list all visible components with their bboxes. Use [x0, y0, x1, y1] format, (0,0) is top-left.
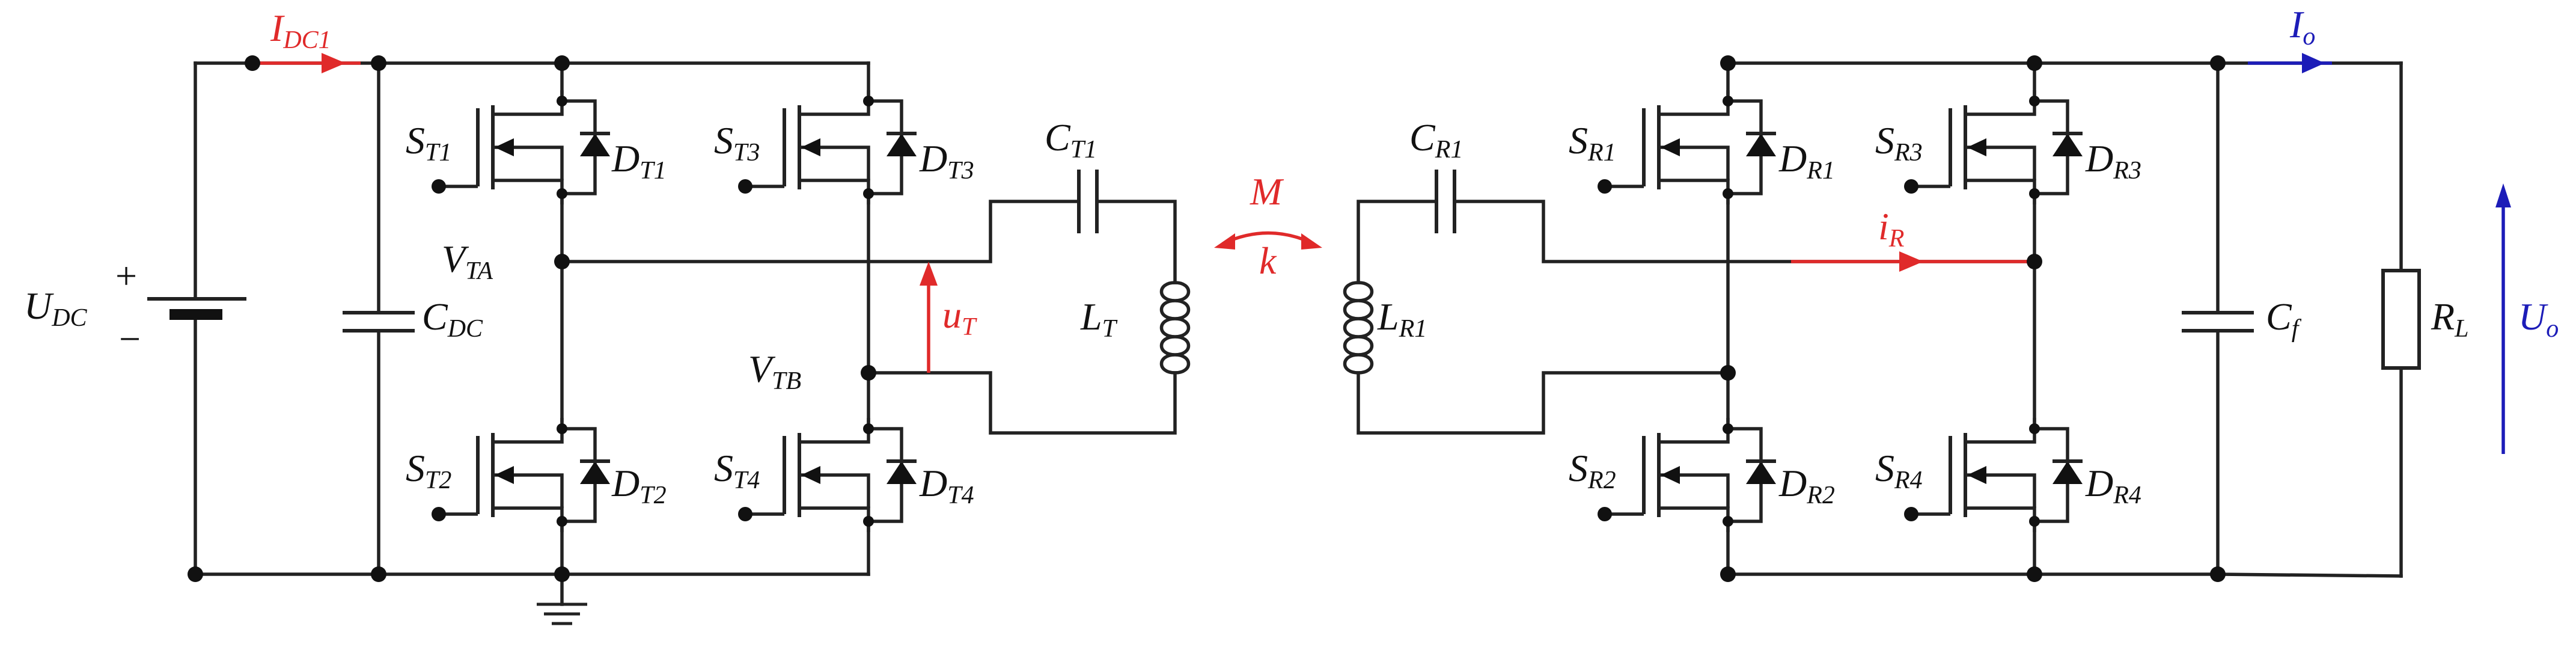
dt4-label: DT4 [919, 462, 974, 509]
ir-label: iR [1878, 205, 1904, 253]
switch-sr1 [1598, 90, 1776, 204]
idc1-current-arrow [258, 53, 361, 73]
switch-sr4 [1904, 418, 2083, 532]
sr3-label: SR3 [1875, 119, 1923, 167]
dr4-label: DR4 [2085, 462, 2141, 509]
dt1-label: DT1 [611, 137, 667, 185]
switch-sr2 [1598, 418, 1776, 532]
lr1-label: LR1 [1377, 295, 1427, 343]
uo-label: Uo [2518, 295, 2559, 343]
lr1-inductor-coil [1343, 281, 1374, 375]
udc-minus-sign: − [119, 317, 141, 360]
cr1-label: CR1 [1409, 116, 1463, 164]
lt-label: LT [1080, 295, 1118, 343]
junction-dots [188, 55, 2226, 582]
dc-source-battery [147, 297, 246, 320]
idc1-label: IDC1 [270, 7, 331, 54]
vta-label: VTA [442, 238, 493, 285]
udc-label: UDC [24, 284, 88, 332]
sr1-label: SR1 [1569, 119, 1616, 167]
switch-st1 [432, 90, 610, 204]
labels: IDC1 UDC + − CDC VTA VTB ST1 DT1 ST3 DT3… [24, 3, 2559, 509]
rl-label: RL [2431, 295, 2468, 343]
dt3-label: DT3 [919, 137, 974, 185]
dr2-label: DR2 [1778, 462, 1835, 509]
st2-label: ST2 [406, 447, 451, 494]
dt2-label: DT2 [611, 462, 667, 509]
ir-current-arrow [1791, 251, 2034, 272]
ct1-capacitor [1077, 170, 1099, 233]
st4-label: ST4 [714, 447, 760, 494]
uo-voltage-arrow [2495, 183, 2511, 454]
ct1-label: CT1 [1045, 116, 1097, 164]
cf-label: Cf [2266, 295, 2302, 343]
rl-resistor [2381, 269, 2421, 370]
dr1-label: DR1 [1778, 137, 1835, 185]
dc-bus-wires [194, 61, 870, 576]
cf-capacitor [2182, 311, 2254, 333]
vtb-label: VTB [748, 348, 801, 395]
ut-label: uT [942, 293, 977, 341]
lt-inductor-coil [1159, 281, 1191, 375]
cr1-capacitor [1435, 170, 1456, 233]
m-label: M [1250, 170, 1284, 213]
switch-sr3 [1904, 90, 2083, 204]
st3-label: ST3 [714, 119, 760, 167]
dr3-label: DR3 [2085, 137, 2141, 185]
io-current-arrow [2248, 53, 2332, 73]
switch-st2 [432, 418, 610, 532]
sr4-label: SR4 [1875, 447, 1923, 494]
switch-group [432, 90, 2083, 532]
switch-st3 [738, 90, 917, 204]
mutual-coupling-arrow [1214, 231, 1322, 250]
sr2-label: SR2 [1569, 447, 1616, 494]
dc-link-capacitor [343, 311, 415, 333]
cdc-label: CDC [422, 295, 483, 343]
k-label: k [1259, 239, 1277, 282]
ut-voltage-arrow [920, 262, 938, 373]
switch-st4 [738, 418, 917, 532]
io-label: Io [2289, 3, 2315, 51]
udc-plus-sign: + [115, 254, 137, 297]
st1-label: ST1 [406, 119, 451, 167]
